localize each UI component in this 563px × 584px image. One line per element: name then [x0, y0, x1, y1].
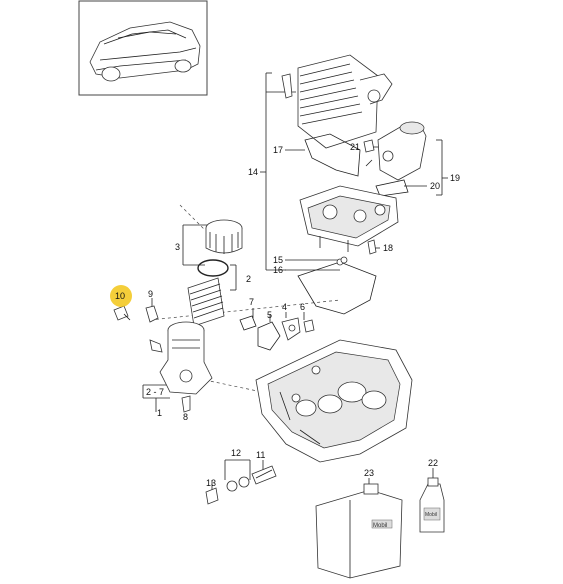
vehicle-thumbnail[interactable]	[78, 0, 208, 96]
gasket-17	[304, 133, 361, 177]
callout-16[interactable]: 16	[273, 265, 283, 275]
callout-21[interactable]: 21	[350, 142, 360, 152]
oil-bottle[interactable]: Mobil	[419, 477, 445, 533]
callout-highlight	[110, 285, 132, 307]
canister-brand-text: Mobil	[373, 523, 387, 529]
callout-9[interactable]: 9	[148, 289, 153, 299]
callout-13[interactable]: 13	[206, 478, 216, 488]
part-6-bolt[interactable]	[303, 319, 315, 333]
oil-canister[interactable]: Mobil	[315, 483, 403, 579]
callout-7[interactable]: 7	[249, 297, 254, 307]
bottle-logo-plate	[423, 507, 441, 521]
callout-6[interactable]: 6	[300, 302, 305, 312]
callout-14[interactable]: 14	[248, 167, 258, 177]
callout-10[interactable]: 10	[115, 291, 125, 301]
engine-block[interactable]	[255, 339, 413, 463]
bottle-brand-text: Mobil	[425, 512, 437, 518]
part-12[interactable]	[226, 476, 250, 492]
callout-19[interactable]: 19	[450, 173, 460, 183]
bolt-21[interactable]	[363, 139, 375, 153]
callout-2-7[interactable]: 2 - 7	[146, 387, 164, 397]
callout-2[interactable]: 2	[246, 274, 251, 284]
part-13[interactable]	[205, 487, 219, 505]
callout-22[interactable]: 22	[428, 458, 438, 468]
callout-12[interactable]: 12	[231, 448, 241, 458]
o-ring	[197, 259, 229, 277]
callout-11[interactable]: 11	[256, 450, 265, 460]
callout-3[interactable]: 3	[175, 242, 180, 252]
oil-cooler[interactable]	[281, 54, 393, 149]
sensor-10[interactable]	[113, 305, 131, 321]
callout-20[interactable]: 20	[430, 181, 440, 191]
part-11[interactable]	[251, 465, 277, 485]
callout-1[interactable]: 1	[157, 408, 162, 418]
gasket-20	[375, 179, 409, 197]
callout-labels: 1 2 3 4 5 6 7 8 9 10 11 12 13 14 15 16 1…	[115, 142, 460, 488]
thermostat-housing[interactable]	[365, 121, 427, 181]
part-7-gasket[interactable]	[239, 315, 257, 331]
oil-filter-element[interactable]	[187, 277, 225, 327]
part-5-gasket[interactable]	[257, 321, 281, 351]
callout-8[interactable]: 8	[183, 412, 188, 422]
canister-logo-plate	[371, 519, 393, 529]
bolt-8[interactable]	[181, 395, 191, 413]
oil-filter-cap[interactable]	[205, 219, 243, 254]
callout-15[interactable]: 15	[273, 255, 283, 265]
callout-18[interactable]: 18	[383, 243, 393, 253]
filter-module-base[interactable]	[299, 185, 399, 252]
callout-23[interactable]: 23	[364, 468, 374, 478]
gasket-16	[297, 258, 377, 315]
callout-17[interactable]: 17	[273, 145, 283, 155]
bolt-15[interactable]	[340, 256, 348, 264]
bolt-18[interactable]	[367, 239, 377, 255]
callout-5[interactable]: 5	[267, 310, 272, 320]
part-4-valve[interactable]	[281, 317, 301, 341]
part-9[interactable]	[145, 305, 159, 323]
callout-4[interactable]: 4	[282, 302, 287, 312]
oil-filter-housing[interactable]	[149, 321, 213, 395]
